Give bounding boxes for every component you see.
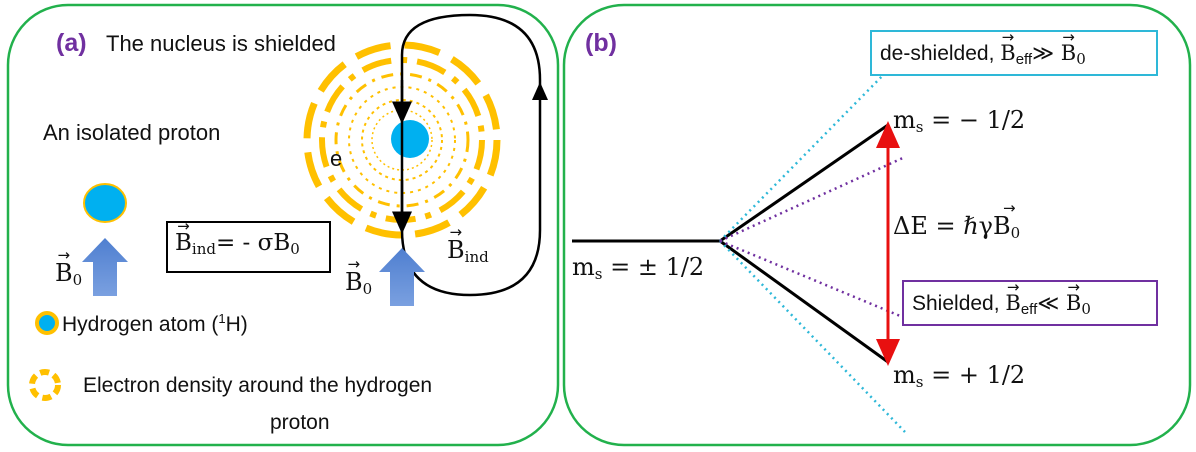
formula-rhs-prefix: = - σB: [215, 230, 291, 256]
b-ind-symbol: B: [447, 225, 465, 262]
isolated-proton-circle: [83, 183, 127, 223]
lower-split-line: [719, 239, 889, 364]
legend-hydrogen-icon: [35, 311, 59, 335]
b-ind-label: Bind: [447, 225, 489, 266]
panel-a-label: (a): [56, 29, 87, 57]
deshield-dotted-lower: [719, 240, 906, 433]
deshielded-label: de-shielded, Beff≫ B0: [880, 30, 1086, 67]
b0-center-sub: 0: [362, 280, 373, 298]
shielded-box: [902, 280, 1158, 326]
b0-label-left: B0: [55, 248, 83, 289]
panel-a-title: The nucleus is shielded: [106, 31, 336, 56]
b0-arrow-center: [379, 248, 425, 306]
legend-hydrogen-label: Hydrogen atom (1H): [62, 311, 248, 336]
isolated-proton-label: An isolated proton: [43, 120, 221, 145]
induced-field-loop: [400, 13, 542, 297]
b0-label-center: B0: [345, 257, 373, 298]
legend-electron-icon: [29, 369, 61, 401]
shield-dotted-upper: [719, 155, 906, 243]
electron-label: e: [330, 146, 343, 171]
b0-left-symbol: B: [55, 248, 73, 285]
b0-left-sub: 0: [72, 271, 83, 289]
panel-a-frame: [6, 3, 560, 447]
induced-field-formula-box: [166, 221, 331, 273]
deshield-dotted-upper: [719, 62, 896, 242]
upper-split-line: [719, 123, 889, 243]
formula-lhs: B: [175, 219, 192, 255]
formula-rhs-sub: 0: [290, 240, 300, 258]
delta-e-label: ΔE = ℏγB0: [893, 212, 1021, 242]
b0-arrow-left: [82, 238, 128, 296]
shielded-nucleus: [391, 120, 429, 158]
ms-upper-label: ms = − 1/2: [893, 106, 1026, 136]
panel-b-label: (b): [585, 29, 617, 57]
induced-field-formula: Bind= - σB0: [175, 219, 300, 258]
legend-electron-line1: Electron density around the hydrogen: [83, 374, 433, 397]
legend-electron-line2: proton: [270, 411, 330, 434]
b-ind-sub: ind: [464, 248, 489, 266]
b0-center-symbol: B: [345, 257, 363, 294]
shielded-label: Shielded, Beff≪ B0: [912, 280, 1091, 317]
ms-mid-label: ms = ± 1/2: [572, 253, 705, 283]
panel-b-frame: [562, 3, 1192, 447]
formula-lhs-sub: ind: [191, 240, 216, 258]
ms-lower-label: ms = + 1/2: [893, 361, 1026, 391]
delta-e-vector-arrow: →: [1003, 199, 1016, 217]
